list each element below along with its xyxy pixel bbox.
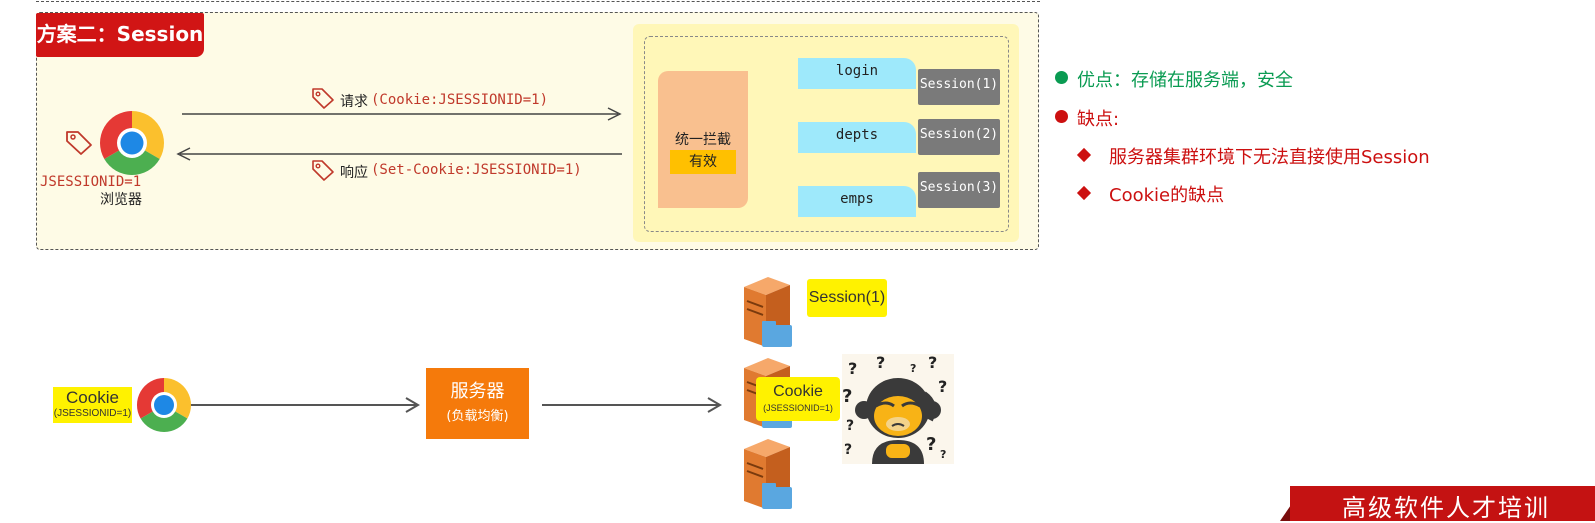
chrome-browser-icon-bottom	[136, 378, 192, 433]
tag-icon	[66, 131, 92, 155]
response-label: 响应	[340, 165, 368, 181]
question-mark: ?	[928, 354, 937, 372]
endpoint-login: login	[798, 58, 916, 89]
scheme-title: 方案二：Session	[36, 13, 204, 57]
request-tag-icon	[312, 88, 334, 109]
endpoint-emps: emps	[798, 186, 916, 217]
confused-monkey-icon: ? ? ? ? ? ? ? ? ? ?	[842, 354, 954, 464]
lb-label: 服务器	[450, 381, 505, 402]
server-tower-icon-1	[744, 277, 792, 347]
cookie-tag-label: Cookie	[66, 388, 119, 407]
question-mark: ?	[848, 359, 857, 378]
question-mark: ?	[876, 354, 885, 372]
top-divider	[36, 0, 1040, 2]
cookie-tag-2-sub: (JSESSIONID=1)	[763, 403, 833, 413]
question-mark: ?	[910, 362, 916, 375]
cookie-tag: Cookie (JSESSIONID=1)	[53, 387, 132, 423]
question-mark: ?	[844, 442, 852, 458]
cookie-tag-2-label: Cookie	[773, 383, 823, 400]
session-doc-3: Session(3)	[918, 172, 1000, 208]
session-doc-2: Session(2)	[918, 119, 1000, 155]
request-detail: (Cookie:JSESSIONID=1)	[371, 92, 549, 108]
question-mark: ?	[938, 377, 947, 396]
cons-item-cookie: Cookie的缺点	[1109, 185, 1225, 206]
browser-label: 浏览器	[100, 192, 142, 208]
cookie-tag-2: Cookie (JSESSIONID=1)	[756, 377, 840, 421]
cookie-tag-sub: (JSESSIONID=1)	[53, 408, 132, 419]
question-mark: ?	[842, 386, 852, 407]
server-tower-icon-3	[744, 439, 792, 509]
footer-band	[1290, 486, 1595, 521]
response-detail: (Set-Cookie:JSESSIONID=1)	[371, 162, 582, 178]
interceptor-label: 统一拦截	[675, 132, 731, 148]
valid-badge: 有效	[670, 150, 736, 174]
request-label: 请求	[340, 94, 368, 110]
cons-item-cluster: 服务器集群环境下无法直接使用Session	[1109, 147, 1430, 168]
pros-text: 优点：存储在服务端，安全	[1077, 70, 1293, 91]
load-balancer-server: 服务器 (负载均衡)	[426, 368, 529, 439]
browser-cookie-value: JSESSIONID=1	[40, 174, 142, 190]
session-1-tag: Session(1)	[807, 279, 887, 317]
question-mark: ?	[926, 434, 936, 455]
cons-bullet	[1055, 110, 1068, 123]
pros-bullet	[1055, 71, 1068, 84]
response-tag-icon	[312, 160, 334, 181]
endpoint-depts: depts	[798, 122, 916, 153]
question-mark: ?	[846, 418, 854, 434]
cons-text: 缺点:	[1077, 109, 1120, 130]
question-mark: ?	[940, 448, 946, 461]
lb-sub: (负载均衡)	[446, 409, 509, 424]
lb-doc-wave	[426, 428, 529, 438]
chrome-browser-icon	[100, 111, 164, 175]
server-inner-boundary	[644, 36, 1009, 232]
footer-text: 高级软件人才培训	[1342, 494, 1550, 522]
interceptor-block	[658, 71, 748, 208]
session-doc-1: Session(1)	[918, 69, 1000, 105]
